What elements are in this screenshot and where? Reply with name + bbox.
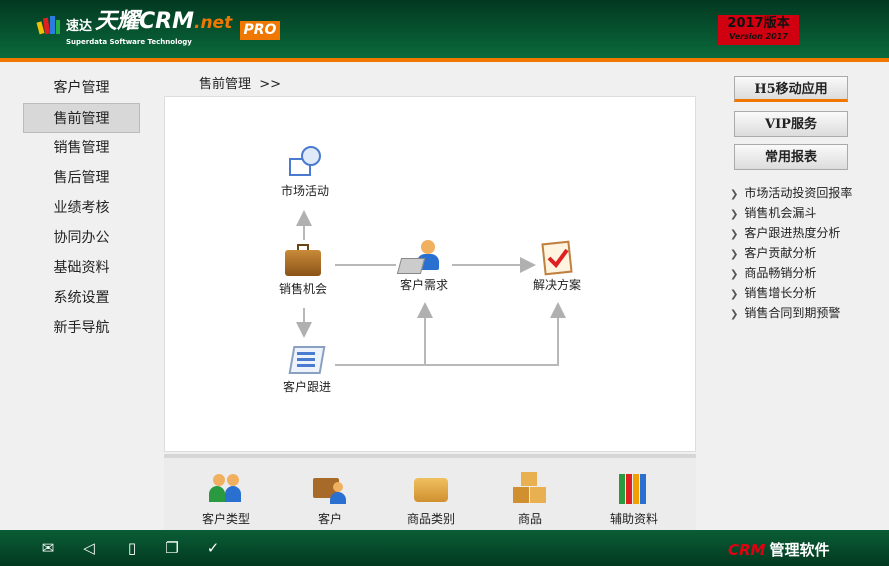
report-link[interactable]: ❯销售机会漏斗 bbox=[730, 206, 817, 220]
pro-badge: PRO bbox=[240, 21, 280, 40]
chevron-right-icon: ❯ bbox=[730, 229, 739, 240]
users-icon bbox=[209, 472, 243, 504]
logo-cn: 速达 bbox=[66, 19, 93, 34]
chevron-right-icon: ❯ bbox=[730, 269, 739, 280]
report-link[interactable]: ❯商品畅销分析 bbox=[730, 266, 817, 280]
chevron-right-icon: ❯ bbox=[730, 209, 739, 220]
flow-panel bbox=[164, 96, 696, 452]
sidebar: 客户管理 售前管理 销售管理 售后管理 业绩考核 协同办公 基础资料 系统设置 … bbox=[23, 73, 140, 343]
sidebar-item-performance[interactable]: 业绩考核 bbox=[53, 200, 110, 216]
h5-mobile-button[interactable]: H5移动应用 bbox=[734, 76, 848, 102]
book-icon[interactable]: ▯ bbox=[127, 540, 137, 556]
tool-customer[interactable]: 客户 bbox=[295, 472, 365, 527]
documents-icon[interactable]: ❐ bbox=[165, 540, 179, 556]
report-link[interactable]: ❯客户跟进热度分析 bbox=[730, 226, 841, 240]
boxes-icon bbox=[513, 472, 547, 504]
tool-product-category[interactable]: 商品类别 bbox=[396, 472, 466, 527]
mail-icon[interactable]: ✉ bbox=[41, 540, 55, 556]
briefcase-user-icon bbox=[313, 472, 347, 504]
report-link[interactable]: ❯销售增长分析 bbox=[730, 286, 817, 300]
report-link[interactable]: ❯销售合同到期预警 bbox=[730, 306, 841, 320]
user-laptop-icon bbox=[396, 240, 449, 274]
common-reports-button[interactable]: 常用报表 bbox=[734, 144, 848, 170]
chevron-right-icon: ❯ bbox=[730, 189, 739, 200]
sidebar-item-sales[interactable]: 销售管理 bbox=[53, 140, 110, 156]
vip-service-button[interactable]: VIP服务 bbox=[734, 111, 848, 137]
breadcrumb: 售前管理 >> bbox=[199, 77, 282, 92]
flow-node-solution[interactable]: 解决方案 bbox=[517, 240, 597, 293]
tool-aux-data[interactable]: 辅助资料 bbox=[599, 472, 669, 527]
logo-title: 天耀CRM.net bbox=[95, 9, 233, 34]
logo-subtitle: Superdata Software Technology bbox=[66, 38, 192, 46]
tool-product[interactable]: 商品 bbox=[495, 472, 565, 527]
quick-toolbar: 客户类型 客户 商品类别 商品 辅助资料 bbox=[164, 454, 696, 530]
speaker-icon[interactable]: ◁ bbox=[83, 540, 95, 556]
sidebar-item-collaboration[interactable]: 协同办公 bbox=[53, 230, 110, 246]
check-circle-icon[interactable]: ✓ bbox=[206, 540, 220, 556]
sidebar-item-guide[interactable]: 新手导航 bbox=[53, 320, 110, 336]
logo: 速达 天耀CRM.net Superdata Software Technolo… bbox=[36, 9, 236, 50]
header-divider bbox=[0, 58, 889, 62]
flow-node-opportunity[interactable]: 销售机会 bbox=[263, 244, 343, 297]
flow-node-market[interactable]: 市场活动 bbox=[265, 146, 345, 199]
app-header: 速达 天耀CRM.net Superdata Software Technolo… bbox=[0, 0, 889, 58]
box-icon bbox=[414, 472, 448, 504]
sidebar-item-customer[interactable]: 客户管理 bbox=[53, 80, 110, 96]
sidebar-item-settings[interactable]: 系统设置 bbox=[53, 290, 110, 306]
chevron-right-icon: ❯ bbox=[730, 249, 739, 260]
sidebar-item-aftersales[interactable]: 售后管理 bbox=[53, 170, 110, 186]
sidebar-item-presales[interactable]: 售前管理 bbox=[23, 103, 140, 133]
document-list-icon bbox=[288, 342, 326, 374]
chevron-right-icon: ❯ bbox=[730, 289, 739, 300]
chevron-right-icon: ❯ bbox=[730, 309, 739, 320]
report-links: ❯市场活动投资回报率 ❯销售机会漏斗 ❯客户跟进热度分析 ❯客户贡献分析 ❯商品… bbox=[730, 184, 852, 324]
report-link[interactable]: ❯客户贡献分析 bbox=[730, 246, 817, 260]
tool-customer-type[interactable]: 客户类型 bbox=[191, 472, 261, 527]
calendar-clock-icon bbox=[287, 146, 323, 178]
flow-node-followup[interactable]: 客户跟进 bbox=[267, 342, 347, 395]
report-link[interactable]: ❯市场活动投资回报率 bbox=[730, 186, 853, 200]
flow-node-demand[interactable]: 客户需求 bbox=[384, 240, 464, 293]
sidebar-item-basedata[interactable]: 基础资料 bbox=[53, 260, 110, 276]
briefcase-icon bbox=[285, 244, 321, 276]
logo-mark-icon bbox=[36, 16, 60, 35]
binders-icon bbox=[617, 472, 651, 504]
checklist-icon bbox=[539, 240, 575, 276]
